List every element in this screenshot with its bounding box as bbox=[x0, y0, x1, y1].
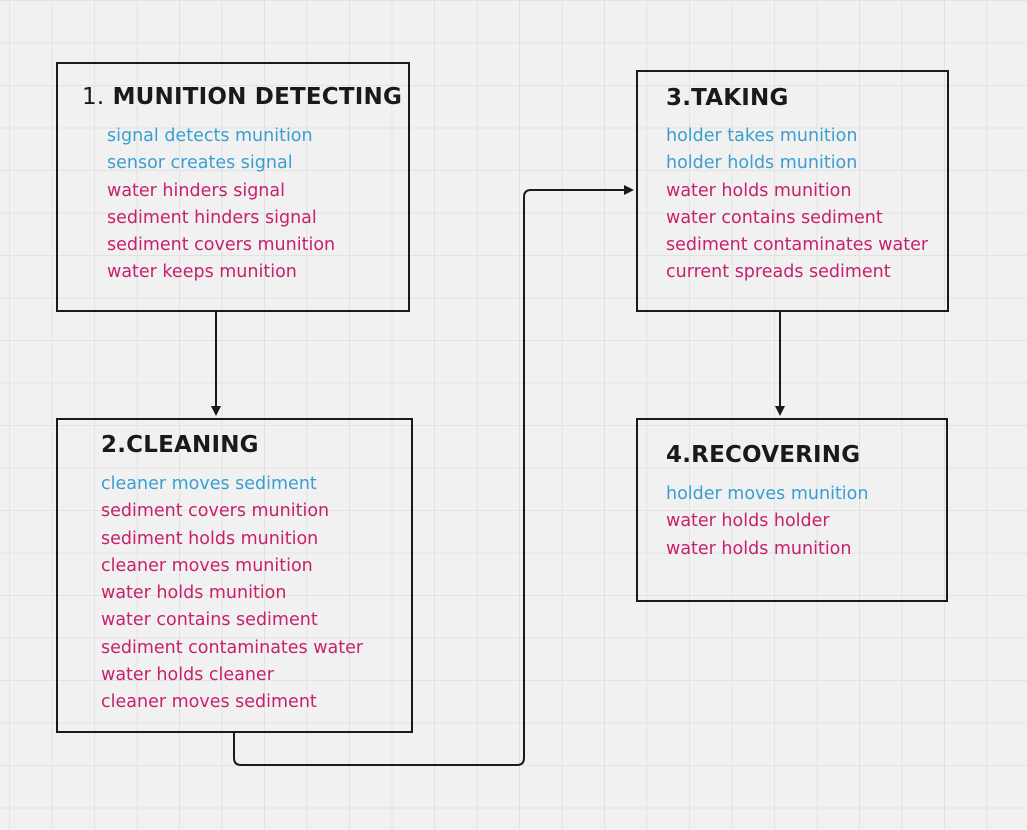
stage-3-item: current spreads sediment bbox=[666, 262, 891, 283]
stage-4-item: water holds holder bbox=[666, 511, 830, 532]
stage-1-items: signal detects munition sensor creates si… bbox=[107, 123, 335, 287]
stage-2-item: cleaner moves sediment bbox=[101, 692, 317, 713]
stage-4-title: 4.RECOVERING bbox=[666, 442, 860, 468]
stage-1-item: water keeps munition bbox=[107, 262, 297, 283]
stage-1-item: sensor creates signal bbox=[107, 153, 293, 174]
stage-1-box: 1. MUNITION DETECTING signal detects mun… bbox=[56, 62, 410, 312]
stage-2-item: sediment contaminates water bbox=[101, 637, 364, 658]
stage-3-item: water contains sediment bbox=[666, 207, 883, 228]
stage-3-item: sediment contaminates water bbox=[666, 235, 929, 256]
stage-3-item: water holds munition bbox=[666, 180, 852, 201]
stage-3-title: 3.TAKING bbox=[666, 85, 789, 111]
stage-2-item: cleaner moves munition bbox=[101, 555, 313, 576]
stage-3-items: holder takes munition holder holds muniti… bbox=[666, 123, 928, 287]
stage-2-items: cleaner moves sediment sediment covers mu… bbox=[101, 471, 363, 717]
stage-1-item: sediment covers munition bbox=[107, 235, 336, 256]
stage-2-item: sediment covers munition bbox=[101, 501, 330, 522]
stage-1-number: 1. bbox=[82, 84, 105, 110]
stage-3-title-text: TAKING bbox=[691, 85, 789, 111]
stage-2-item: water holds cleaner bbox=[101, 665, 274, 686]
stage-2-title-text: CLEANING bbox=[126, 432, 259, 458]
stage-2-number: 2. bbox=[101, 432, 127, 458]
stage-2-item: water contains sediment bbox=[101, 610, 318, 631]
stage-4-title-text: RECOVERING bbox=[691, 442, 861, 468]
stage-4-box: 4.RECOVERING holder moves munition water … bbox=[636, 418, 948, 602]
stage-1-item: sediment hinders signal bbox=[107, 207, 317, 228]
stage-2-item: sediment holds munition bbox=[101, 528, 319, 549]
stage-3-item: holder holds munition bbox=[666, 153, 858, 174]
stage-1-item: water hinders signal bbox=[107, 180, 285, 201]
stage-1-title: 1. MUNITION DETECTING bbox=[82, 84, 402, 110]
stage-1-item: signal detects munition bbox=[107, 126, 313, 146]
stage-3-number: 3. bbox=[666, 85, 692, 111]
stage-4-items: holder moves munition water holds holder w… bbox=[666, 481, 868, 563]
stage-2-box: 2.CLEANING cleaner moves sediment sedimen… bbox=[56, 418, 413, 733]
stage-3-item: holder takes munition bbox=[666, 126, 858, 146]
stage-1-title-text: MUNITION DETECTING bbox=[112, 84, 403, 110]
stage-4-item: water holds munition bbox=[666, 538, 852, 559]
stage-3-box: 3.TAKING holder takes munition holder hol… bbox=[636, 70, 949, 312]
stage-2-title: 2.CLEANING bbox=[101, 432, 259, 458]
stage-4-item: holder moves munition bbox=[666, 484, 869, 504]
stage-4-number: 4. bbox=[666, 442, 692, 468]
stage-2-item: water holds munition bbox=[101, 583, 287, 604]
stage-2-item: cleaner moves sediment bbox=[101, 474, 317, 494]
